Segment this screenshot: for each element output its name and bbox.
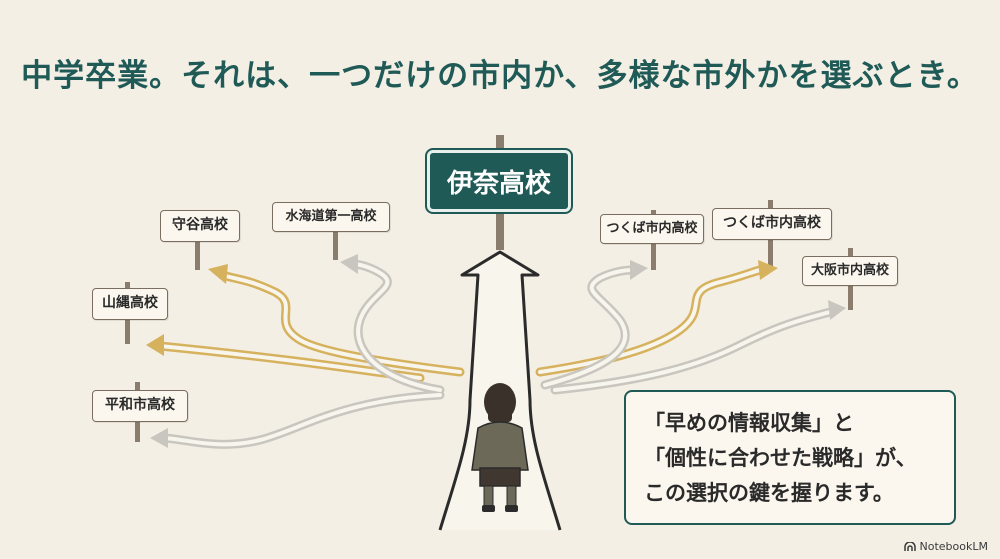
sign-osaka: 大阪市内高校: [802, 256, 898, 286]
sign-moriya: 守谷高校: [160, 210, 240, 242]
callout-line-3: この選択の鍵を握ります。: [644, 481, 894, 505]
callout-line-1: 「早めの情報収集」と: [644, 411, 854, 435]
sign-heiwa: 平和市高校: [92, 390, 188, 422]
sign-tsukuba-1: つくば市内高校: [600, 214, 704, 244]
key-message-box: 「早めの情報収集」と 「個性に合わせた戦略」が、 この選択の鍵を握ります。: [624, 390, 956, 525]
brand-watermark: NotebookLM: [903, 540, 988, 553]
notebooklm-logo-icon: [903, 541, 916, 551]
main-school-sign: 伊奈高校: [425, 148, 573, 214]
brand-label: NotebookLM: [919, 540, 988, 553]
sign-tsukuba-2: つくば市内高校: [712, 208, 832, 240]
callout-line-2: 「個性に合わせた戦略」が、: [644, 446, 917, 470]
sign-yamanawa: 山縄高校: [92, 288, 168, 320]
page-title: 中学卒業。それは、一つだけの市内か、多様な市外かを選ぶとき。: [21, 58, 979, 94]
sign-mitsukaido: 水海道第一高校: [272, 202, 390, 232]
person-figure: [471, 383, 529, 512]
